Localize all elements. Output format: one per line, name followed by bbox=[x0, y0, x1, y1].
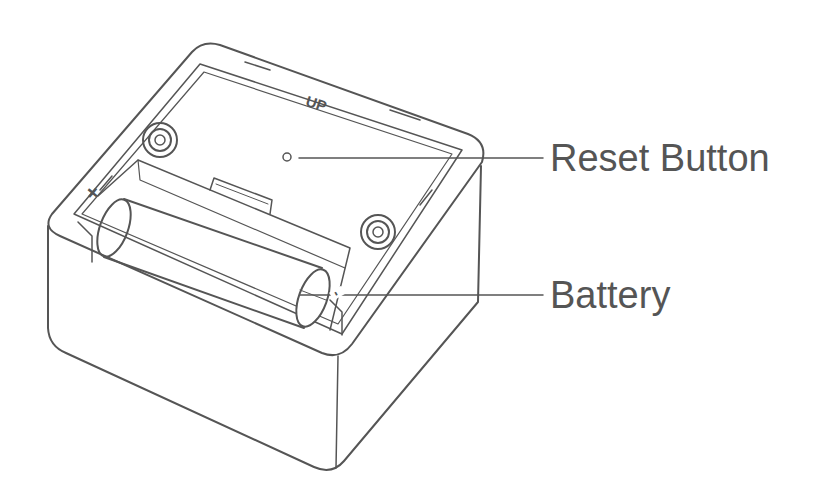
polarity-mark: + bbox=[80, 180, 104, 205]
embossed-text: UP bbox=[304, 93, 328, 114]
part-label: Battery bbox=[550, 276, 670, 314]
part-label: Reset Button bbox=[550, 139, 770, 177]
